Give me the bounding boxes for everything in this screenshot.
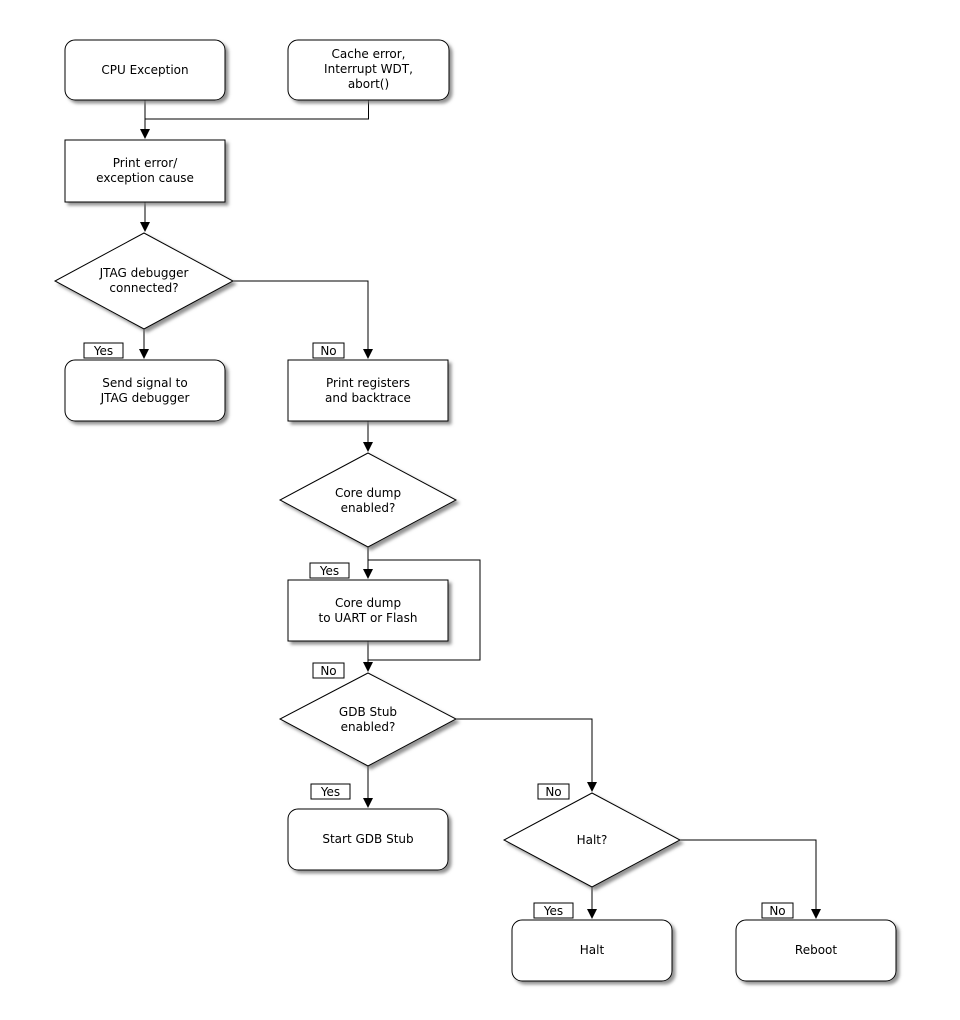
print-registers-label-line1: Print registers	[326, 376, 410, 390]
gdb-stub-enabled-label-line1: GDB Stub	[339, 705, 397, 719]
print-registers-label-line2: and backtrace	[325, 391, 411, 405]
halt-no-text: No	[769, 904, 785, 918]
print-registers-shape	[287, 359, 449, 422]
core-dump-no-box	[312, 662, 345, 679]
node-halt-question: Halt?	[502, 792, 682, 888]
core-dump-label-line2: to UART or Flash	[319, 611, 418, 625]
gdb-stub-no-text: No	[545, 785, 561, 799]
jtag-yes-box	[83, 342, 124, 359]
start-gdb-stub-shape	[287, 808, 449, 871]
start-gdb-stub-label: Start GDB Stub	[322, 832, 413, 846]
core-dump-yes-box	[309, 562, 350, 579]
node-cache-error: Cache error, Interrupt WDT, abort()	[287, 39, 450, 101]
edge-label-halt-no: No	[761, 902, 794, 919]
print-error-shape	[64, 139, 226, 203]
node-reboot: Reboot	[735, 919, 897, 982]
jtag-yes-text: Yes	[93, 344, 113, 358]
cache-error-shape	[287, 39, 450, 101]
core-dump-enabled-label-line2: enabled?	[341, 501, 396, 515]
edge-coredump-no-bypass	[368, 559, 481, 661]
node-jtag-connected: JTAG debugger connected?	[53, 232, 235, 330]
edge-label-gdb-stub-yes: Yes	[310, 783, 351, 800]
gdb-stub-yes-box	[310, 783, 351, 800]
node-cpu-exception: CPU Exception	[64, 39, 226, 101]
edge-label-halt-yes: Yes	[533, 902, 574, 919]
reboot-shape	[735, 919, 897, 982]
reboot-label: Reboot	[795, 943, 837, 957]
cache-error-label-line1: Cache error,	[332, 47, 406, 61]
edge-label-core-dump-yes: Yes	[309, 562, 350, 579]
node-print-registers: Print registers and backtrace	[287, 359, 449, 422]
jtag-connected-label-line2: connected?	[109, 281, 178, 295]
cache-error-label-line3: abort()	[348, 77, 389, 91]
core-dump-shape	[287, 579, 449, 642]
node-print-error: Print error/ exception cause	[64, 139, 226, 203]
node-send-signal: Send signal to JTAG debugger	[64, 359, 226, 422]
jtag-no-text: No	[320, 344, 336, 358]
core-dump-no-text: No	[320, 664, 336, 678]
edge-jtag-no	[233, 280, 373, 359]
edge-cache-error-join	[145, 100, 369, 120]
cache-error-label-line2: Interrupt WDT,	[324, 62, 413, 76]
core-dump-label-line1: Core dump	[335, 596, 401, 610]
node-core-dump-enabled: Core dump enabled?	[278, 452, 458, 548]
cpu-exception-shape	[64, 39, 226, 101]
print-error-label-line1: Print error/	[113, 156, 178, 170]
node-halt: Halt	[511, 919, 673, 982]
gdb-stub-enabled-label-line2: enabled?	[341, 720, 396, 734]
halt-no-box	[761, 902, 794, 919]
gdb-stub-no-box	[537, 783, 570, 800]
send-signal-label-line2: JTAG debugger	[100, 391, 190, 405]
edge-label-core-dump-no: No	[312, 662, 345, 679]
halt-question-shape	[502, 792, 682, 888]
gdb-stub-enabled-shape	[278, 672, 458, 767]
halt-question-label: Halt?	[577, 833, 608, 847]
node-core-dump: Core dump to UART or Flash	[287, 579, 449, 642]
send-signal-label-line1: Send signal to	[102, 376, 187, 390]
core-dump-yes-text: Yes	[319, 564, 339, 578]
jtag-connected-label-line1: JTAG debugger	[99, 266, 189, 280]
edge-label-jtag-no: No	[312, 342, 345, 359]
core-dump-enabled-shape	[278, 452, 458, 548]
send-signal-shape	[64, 359, 226, 422]
halt-yes-text: Yes	[543, 904, 563, 918]
halt-yes-box	[533, 902, 574, 919]
jtag-connected-shape	[53, 232, 235, 330]
edge-gdbstub-no	[456, 718, 597, 792]
edge-label-gdb-stub-no: No	[537, 783, 570, 800]
edge-label-jtag-yes: Yes	[83, 342, 124, 359]
print-error-label-line2: exception cause	[96, 171, 194, 185]
node-start-gdb-stub: Start GDB Stub	[287, 808, 449, 871]
jtag-no-box	[312, 342, 345, 359]
core-dump-enabled-label-line1: Core dump	[335, 486, 401, 500]
edge-halt-no	[680, 839, 821, 919]
node-gdb-stub-enabled: GDB Stub enabled?	[278, 672, 458, 767]
halt-label: Halt	[580, 943, 605, 957]
halt-shape	[511, 919, 673, 982]
cpu-exception-label: CPU Exception	[101, 63, 188, 77]
gdb-stub-yes-text: Yes	[320, 785, 340, 799]
